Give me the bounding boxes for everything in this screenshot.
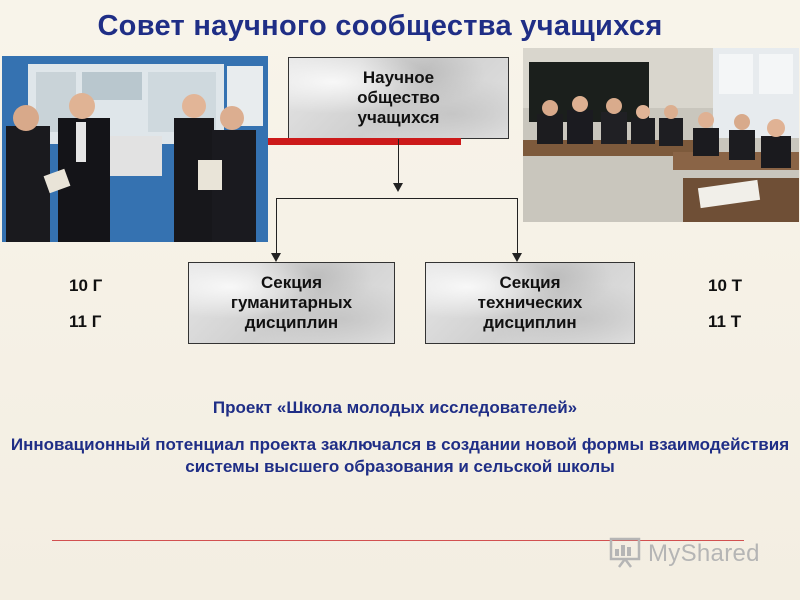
arrow-down-icon [393,183,403,192]
photo-students-presentation [2,56,268,242]
arrow-down-icon [512,253,522,262]
connector-line [398,139,399,183]
node-student-science-society: Научное общество учащихся [288,57,509,139]
accent-bar [268,138,461,145]
node-humanities-section: Секция гуманитарных дисциплин [188,262,395,344]
footer-divider [52,540,744,541]
grade-label: 10 Г [69,276,103,295]
project-title: Проект «Школа молодых исследователей» [212,398,578,417]
presentation-board-icon [608,535,642,574]
grade-label: 11 Т [708,312,742,331]
watermark-text: MyShared [648,540,760,567]
project-description: Инновационный потенциал проекта заключал… [10,435,790,476]
grade-label: 11 Г [69,312,102,331]
grade-label: 10 Т [708,276,743,295]
connector-line [276,198,518,199]
slide-title: Совет научного сообщества учащихся [97,10,663,42]
photo-classroom [523,48,799,222]
connector-line [276,198,277,254]
connector-line [517,198,518,254]
watermark: MyShared [608,536,760,572]
node-technical-section: Секция технических дисциплин [425,262,635,344]
arrow-down-icon [271,253,281,262]
